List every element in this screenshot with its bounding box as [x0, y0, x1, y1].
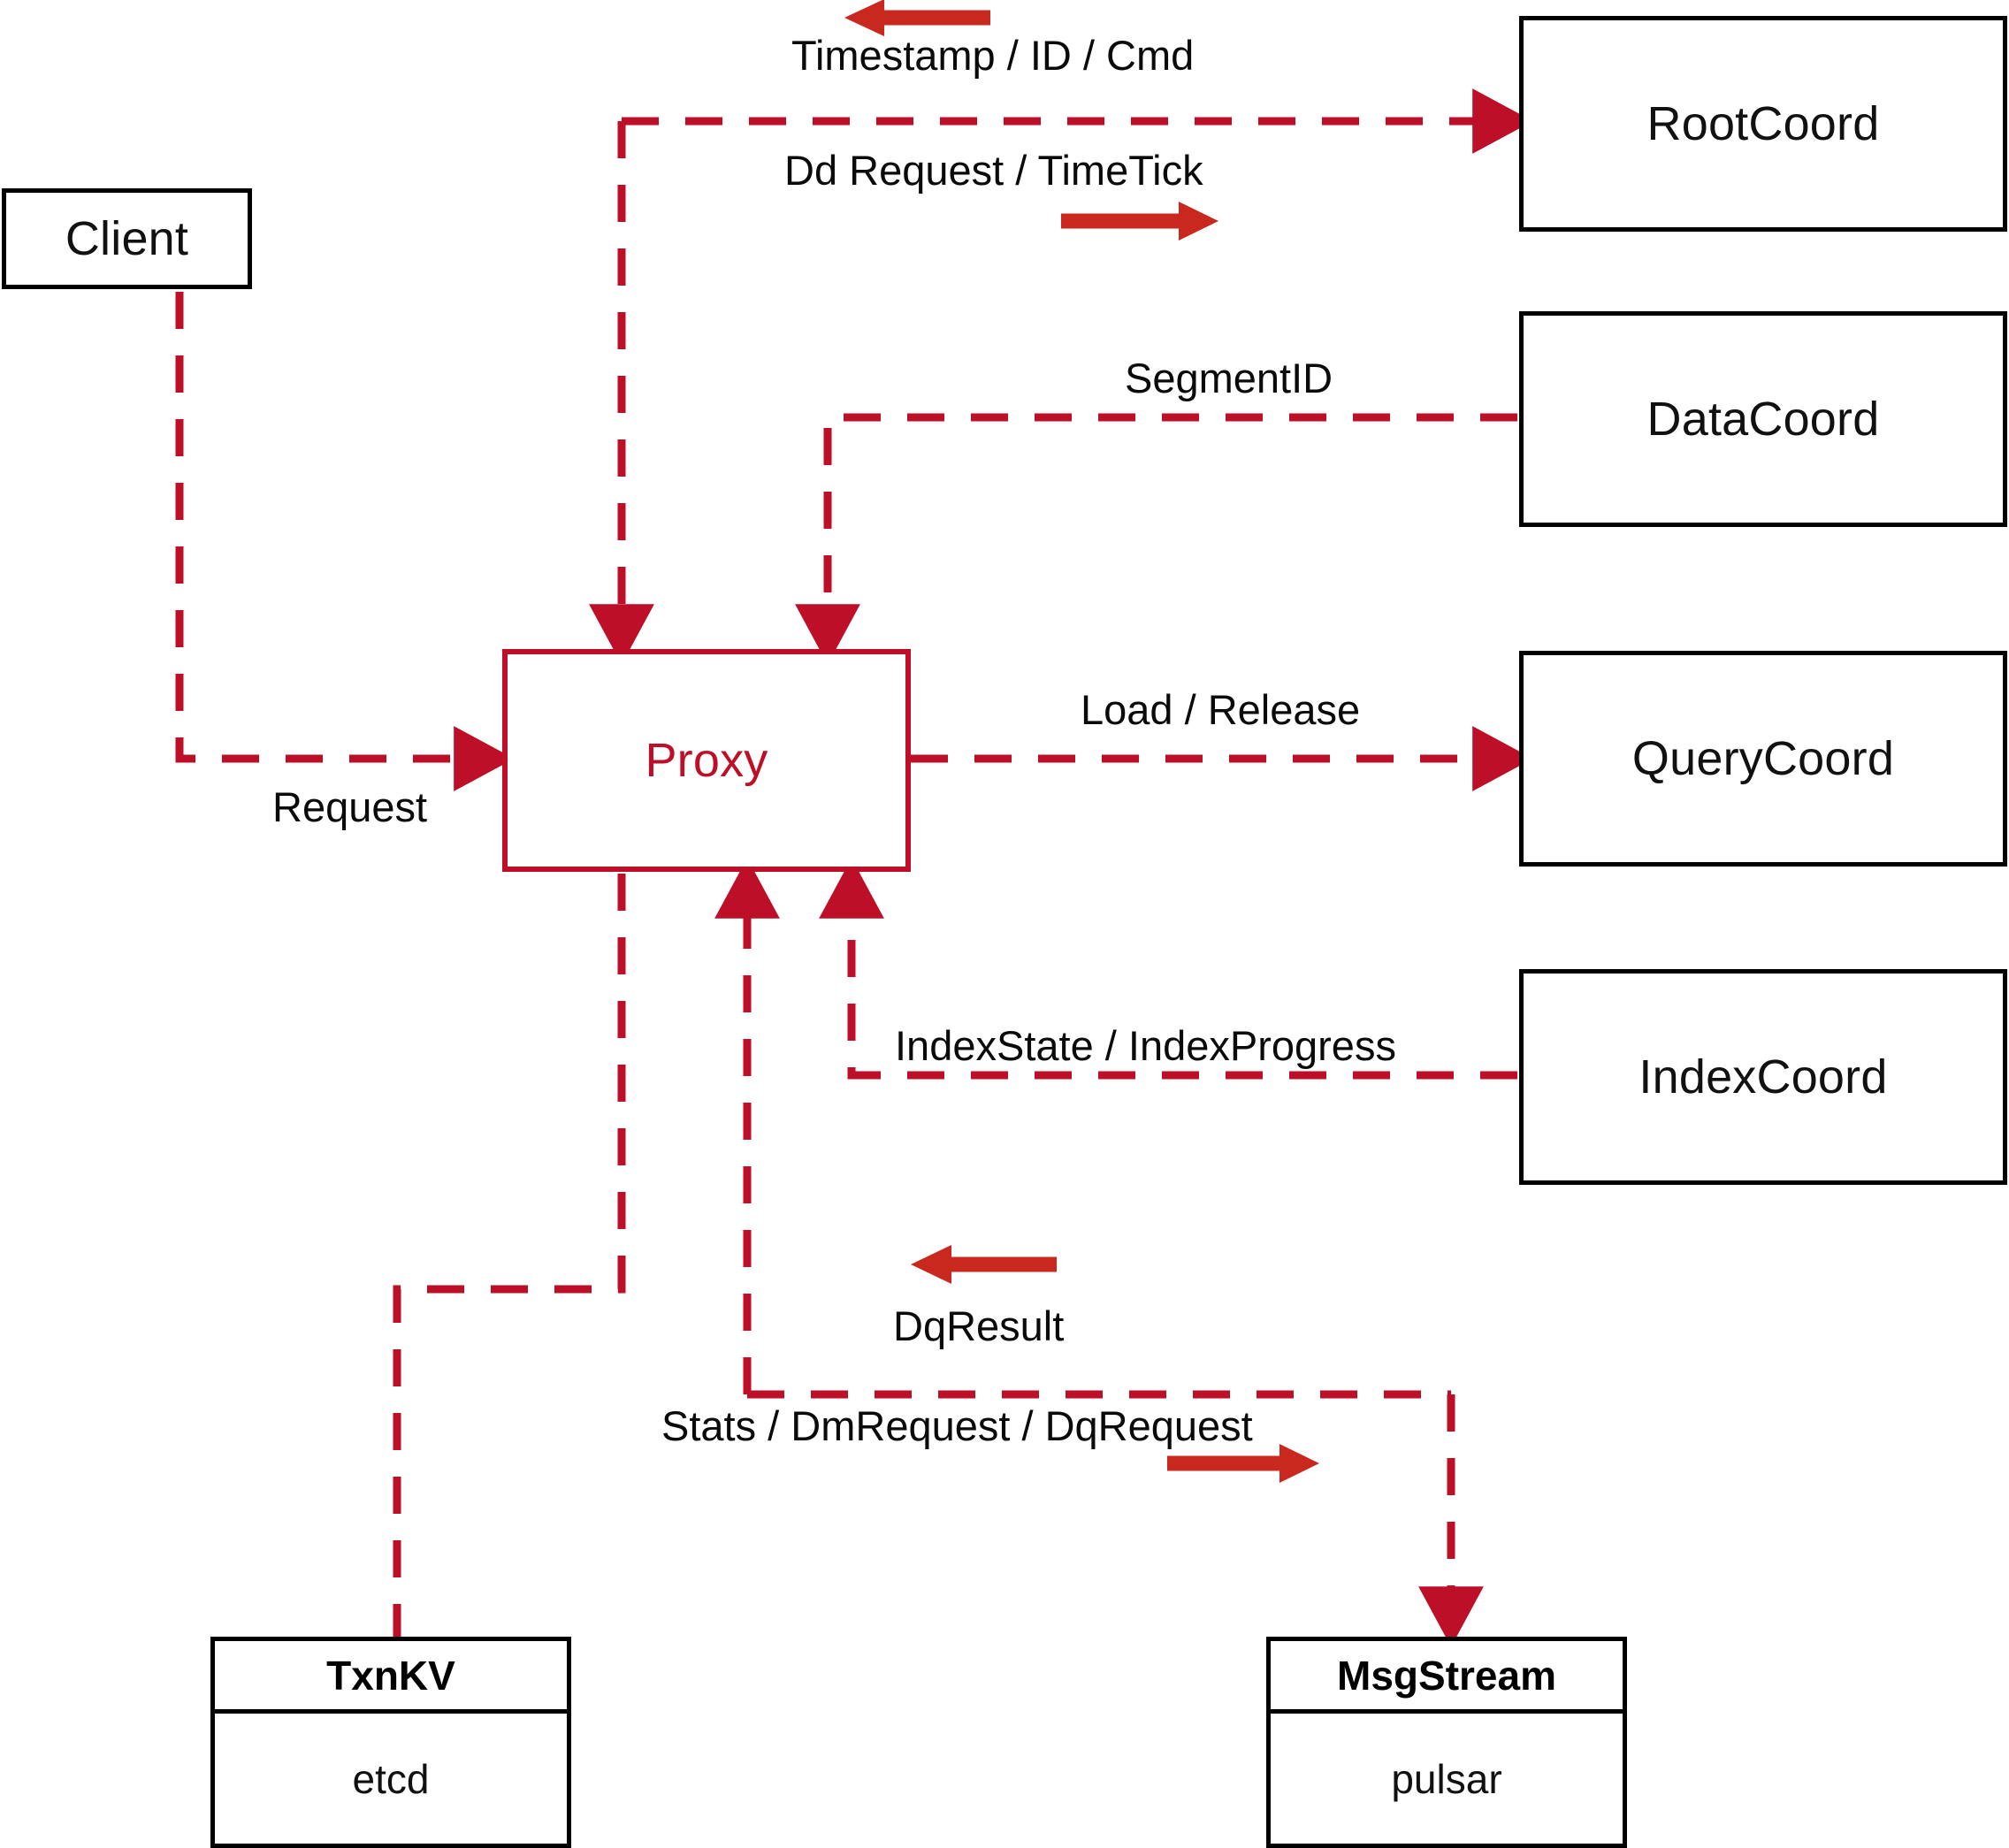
node-msgstream-header: MsgStream: [1271, 1641, 1623, 1714]
node-querycoord[interactable]: QueryCoord: [1519, 651, 2007, 867]
node-txnkv-body: etcd: [352, 1755, 430, 1802]
node-datacoord-label: DataCoord: [1646, 393, 1880, 446]
edge-indexcoord-to-proxy: [819, 858, 1517, 1080]
direction-arrow-dqresult-left: [911, 1245, 1057, 1284]
direction-arrow-dqrequest-right: [1167, 1444, 1319, 1483]
edge-label-dq-result: DqResult: [893, 1302, 1065, 1349]
edge-label-stats-dm-dq-request: Stats / DmRequest / DqRequest: [661, 1402, 1253, 1449]
edge-label-timestamp-id-cmd: Timestamp / ID / Cmd: [791, 32, 1195, 79]
edge-label-dd-request-timetick: Dd Request / TimeTick: [784, 147, 1203, 194]
node-querycoord-label: QueryCoord: [1631, 732, 1895, 785]
edge-label-load-release: Load / Release: [1081, 686, 1361, 733]
node-rootcoord-label: RootCoord: [1646, 97, 1880, 150]
edge-label-index-state-progress: IndexState / IndexProgress: [895, 1022, 1396, 1069]
node-indexcoord-label: IndexCoord: [1639, 1050, 1888, 1103]
edge-label-segment-id: SegmentID: [1125, 355, 1333, 401]
node-client-label: Client: [65, 212, 189, 265]
node-msgstream[interactable]: MsgStream pulsar: [1266, 1637, 1627, 1848]
edge-datacoord-to-proxy: [795, 413, 1517, 665]
node-txnkv-header: TxnKV: [215, 1641, 567, 1714]
edge-client-to-proxy: [175, 292, 515, 791]
edge-label-request: Request: [272, 783, 428, 830]
node-datacoord[interactable]: DataCoord: [1519, 311, 2007, 527]
node-msgstream-body: pulsar: [1391, 1755, 1502, 1802]
node-txnkv[interactable]: TxnKV etcd: [210, 1637, 571, 1848]
direction-arrow-ddrequest-right: [1061, 202, 1218, 241]
node-proxy-label: Proxy: [645, 734, 768, 787]
edge-proxy-to-txnkv: [393, 874, 626, 1637]
edge-proxy-to-msgstream: [747, 1390, 1484, 1647]
node-indexcoord[interactable]: IndexCoord: [1519, 969, 2007, 1185]
node-rootcoord[interactable]: RootCoord: [1519, 16, 2007, 232]
node-proxy[interactable]: Proxy: [502, 649, 911, 872]
node-client[interactable]: Client: [2, 188, 252, 289]
direction-arrow-timestamp-left: [844, 0, 990, 36]
